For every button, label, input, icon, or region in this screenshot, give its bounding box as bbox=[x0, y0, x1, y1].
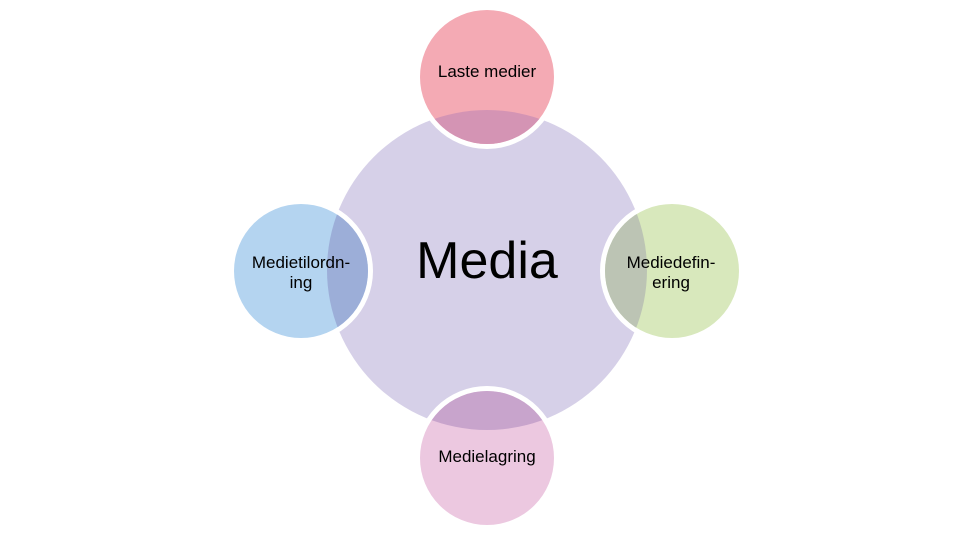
top-node-label-line: Laste medier bbox=[437, 62, 537, 81]
right-node-label-line-1: Mediedefin- bbox=[626, 253, 716, 272]
center-circle bbox=[327, 110, 647, 430]
bottom-node-label: Medielagring bbox=[407, 447, 567, 467]
top-node-label: Laste medier bbox=[407, 62, 567, 82]
bottom-overlap bbox=[420, 391, 554, 430]
left-node-label: Medietilordn- ing bbox=[232, 253, 370, 292]
bottom-node-label-line: Medielagring bbox=[438, 447, 536, 466]
right-overlap bbox=[605, 204, 647, 338]
right-node-label: Mediedefin- ering bbox=[606, 253, 736, 292]
right-node-label-line-2: ering bbox=[652, 272, 690, 292]
left-node-label-line-2: ing bbox=[289, 272, 313, 292]
left-node-label-line-1: Medietilordn- bbox=[251, 253, 351, 272]
center-label: Media bbox=[416, 232, 558, 290]
left-overlap bbox=[327, 204, 368, 338]
top-node-circle bbox=[420, 10, 554, 144]
